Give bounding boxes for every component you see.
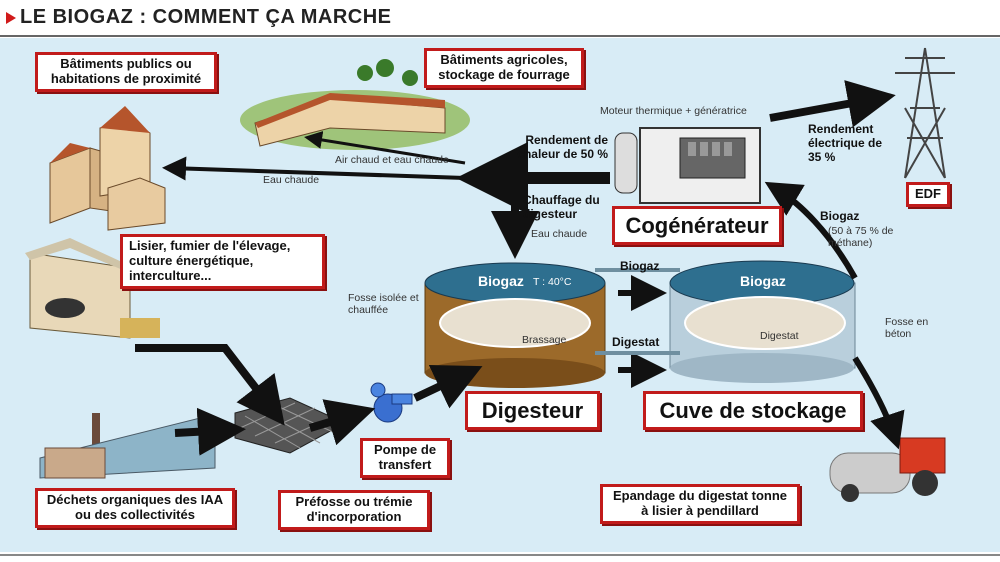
livestock-barn-icon bbox=[25, 238, 160, 339]
label-biogaz-link: Biogaz bbox=[620, 259, 660, 273]
label-brassage: Brassage bbox=[522, 334, 567, 346]
label-biogaz-tank2: Biogaz bbox=[740, 273, 786, 289]
callout-dechets: Déchets organiques des IAA ou des collec… bbox=[35, 488, 235, 528]
label-fosse-beton: Fosse en béton bbox=[885, 316, 929, 341]
label-eau-chaude-digesteur: Eau chaude bbox=[531, 228, 588, 240]
tractor-icon bbox=[829, 437, 946, 502]
label-digestat-in: Digestat bbox=[760, 330, 799, 342]
callout-cuve: Cuve de stockage bbox=[643, 391, 863, 431]
label-chauffage: Chauffage du digesteur bbox=[523, 193, 600, 221]
callout-batiments-agricoles: Bâtiments agricoles, stockage de fourrag… bbox=[424, 48, 584, 88]
label-rendement-chaleur: Rendement de chaleur de 50 % bbox=[517, 133, 608, 161]
page-title: LE BIOGAZ : COMMENT ÇA MARCHE bbox=[20, 6, 392, 28]
storage-tank bbox=[669, 260, 856, 383]
label-moteur: Moteur thermique + génératrice bbox=[600, 105, 747, 117]
label-air-chaud: Air chaud et eau chaude bbox=[335, 154, 449, 166]
pump-icon bbox=[370, 382, 413, 423]
title-marker-icon bbox=[6, 12, 16, 24]
label-biogaz-tank1: Biogaz bbox=[478, 273, 524, 289]
digester-tank bbox=[424, 262, 606, 388]
callout-pompe: Pompe de transfert bbox=[360, 438, 450, 478]
connection-pipes bbox=[595, 268, 680, 355]
label-eau-chaude-top: Eau chaude bbox=[263, 174, 320, 186]
callout-prefosse: Préfosse ou trémie d'incorporation bbox=[278, 490, 430, 530]
flow-arrows bbox=[135, 80, 905, 456]
label-temperature: T : 40°C bbox=[533, 276, 572, 288]
callout-edf: EDF bbox=[906, 182, 950, 207]
diagram-area: Bâtiments publics ou habitations de prox… bbox=[0, 38, 1000, 552]
cogenerator-machine-icon bbox=[614, 127, 761, 204]
label-biogaz-pct: (50 à 75 % de méthane) bbox=[828, 225, 894, 250]
town-buildings-icon bbox=[49, 106, 166, 231]
farm-buildings-icon bbox=[240, 59, 470, 150]
callout-digesteur: Digesteur bbox=[465, 391, 600, 431]
label-fosse-isolee: Fosse isolée et chauffée bbox=[348, 292, 419, 317]
label-biogaz-side: Biogaz bbox=[820, 209, 860, 223]
header-rule bbox=[0, 35, 1000, 37]
label-rendement-electrique: Rendement électrique de 35 % bbox=[808, 122, 883, 164]
callout-batiments-publics: Bâtiments publics ou habitations de prox… bbox=[35, 52, 217, 92]
footer-rule bbox=[0, 554, 1000, 556]
factory-icon bbox=[39, 413, 216, 479]
diagram-illustration bbox=[25, 47, 955, 502]
callout-cogenerateur: Cogénérateur bbox=[612, 206, 782, 246]
header-bar: LE BIOGAZ : COMMENT ÇA MARCHE bbox=[0, 0, 1000, 38]
callout-epandage: Epandage du digestat tonne à lisier à pe… bbox=[600, 484, 800, 524]
callout-lisier: Lisier, fumier de l'élevage, culture éne… bbox=[120, 234, 325, 289]
power-pylon-icon bbox=[895, 47, 955, 179]
label-digestat-link: Digestat bbox=[612, 335, 660, 349]
